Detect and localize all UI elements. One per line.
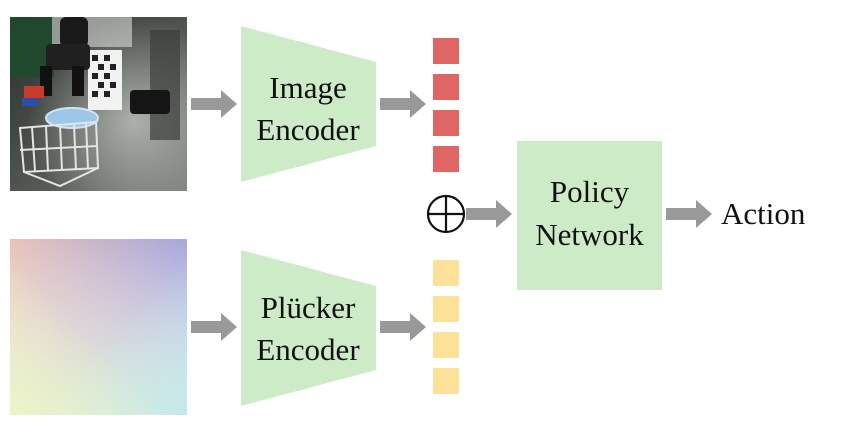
arrow-right-icon: [191, 313, 237, 341]
plucker-feature-cell: [433, 368, 459, 394]
plucker-encoder-label-line1: Plücker: [261, 290, 356, 325]
image-feature-cell: [433, 74, 459, 100]
policy-network-label-line1: Policy: [550, 174, 630, 209]
plucker-feature-vector: [433, 260, 459, 394]
policy-network-label-line2: Network: [535, 217, 644, 252]
plucker-encoder-label-line2: Encoder: [256, 332, 360, 367]
plucker-feature-cell: [433, 332, 459, 358]
image-feature-cell: [433, 110, 459, 136]
arrows: [191, 90, 712, 341]
calibration-board-icon: [88, 50, 122, 110]
action-label: Action: [721, 196, 806, 231]
plucker-ray-map: [10, 239, 187, 415]
plucker-feature-cell: [433, 296, 459, 322]
image-feature-cell: [433, 38, 459, 64]
dish-rack-icon: [18, 107, 100, 188]
camera-image: [10, 17, 187, 191]
image-encoder-label-line1: Image: [269, 70, 346, 105]
arrow-right-icon: [666, 200, 712, 228]
arrow-right-icon: [191, 90, 237, 118]
robot-arm-icon: [22, 17, 180, 140]
arrow-right-icon: [380, 90, 426, 118]
image-feature-vector: [433, 38, 459, 172]
image-encoder-block: Image Encoder: [241, 26, 376, 182]
arrow-right-icon: [380, 313, 426, 341]
circled-plus-icon: [426, 194, 466, 234]
plucker-encoder-block: Plücker Encoder: [241, 250, 376, 406]
policy-network-block: Policy Network: [517, 141, 662, 290]
arrow-right-icon: [466, 200, 512, 228]
image-feature-cell: [433, 146, 459, 172]
plucker-feature-cell: [433, 260, 459, 286]
image-encoder-label-line2: Encoder: [256, 112, 360, 147]
